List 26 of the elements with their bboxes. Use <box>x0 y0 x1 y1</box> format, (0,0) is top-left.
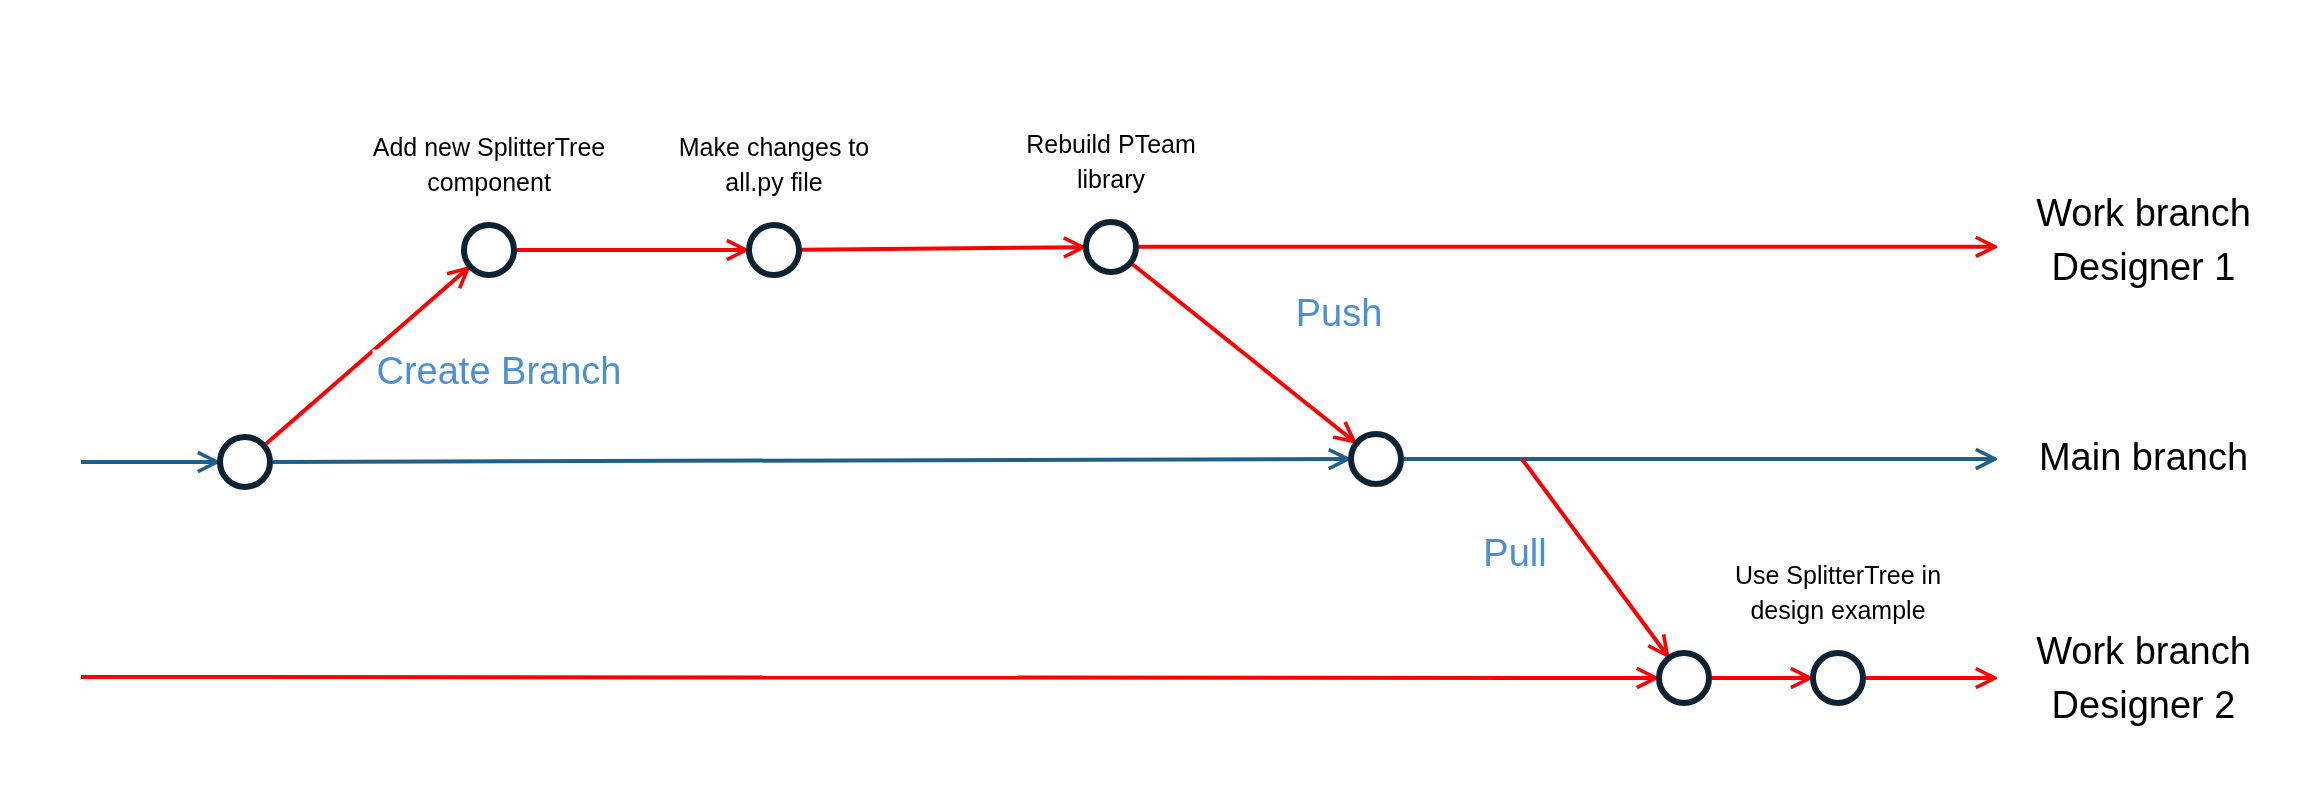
branch-arrow <box>1404 447 1997 471</box>
branch-arrow <box>801 236 1085 259</box>
branch-arrow <box>81 666 1658 690</box>
commit-circle <box>1083 219 1139 275</box>
branch-name: Work branch Designer 2 <box>2035 629 2252 728</box>
branch-arrow <box>1866 666 1997 690</box>
commit-caption: Make changes to all.py file <box>677 132 871 198</box>
commit-circle <box>461 222 517 278</box>
commit-caption: Rebuild PTeam library <box>1025 129 1197 195</box>
branch-name: Main branch <box>2038 435 2249 480</box>
branch-arrow <box>1139 235 1997 259</box>
commit-circle <box>1348 431 1404 487</box>
commit-circle <box>1656 650 1712 706</box>
branch-arrow <box>1520 457 1670 658</box>
branch-arrow <box>517 238 748 262</box>
commit-circle <box>746 222 802 278</box>
branch-arrow <box>264 266 470 446</box>
commit-circle <box>217 434 273 490</box>
commit-caption: Add new SplitterTree component <box>371 132 607 198</box>
commit-circle <box>1810 650 1866 706</box>
commit-caption: Use SplitterTree in design example <box>1733 560 1943 626</box>
branch-arrow <box>1131 262 1356 444</box>
branch-arrow <box>81 450 219 474</box>
branch-name: Work branch Designer 1 <box>2035 191 2252 290</box>
branch-arrow <box>273 447 1350 471</box>
branch-arrow <box>1712 666 1812 690</box>
